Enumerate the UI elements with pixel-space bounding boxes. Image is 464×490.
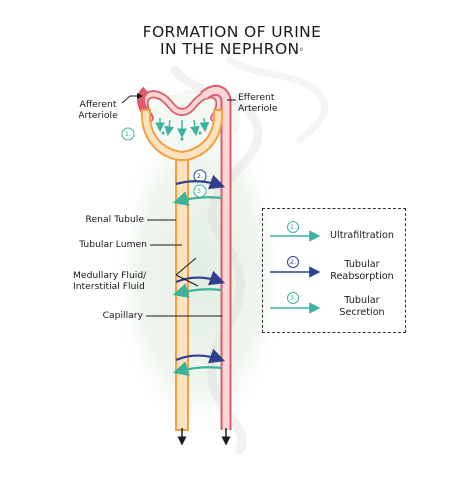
- secretion-arrow: [172, 361, 223, 377]
- legend-label-ultrafiltration: Ultrafiltration: [322, 230, 402, 242]
- reabsorption-arrow: [175, 174, 226, 190]
- capillary-label: Capillary: [102, 310, 143, 321]
- title-line-2-text: IN THE NEPHRON: [160, 40, 300, 58]
- legend-marker-2: [287, 256, 299, 268]
- secretion-arrow: [172, 191, 223, 207]
- afferent-line-1: Afferent: [79, 99, 117, 110]
- reabsorption-arrow: [175, 270, 226, 286]
- step-3-number: 3.: [196, 187, 204, 195]
- efferent-line-1: Efferent: [238, 92, 275, 103]
- watermark-swirl-2: [226, 56, 329, 144]
- tubular-lumen-label: Tubular Lumen: [79, 239, 147, 250]
- legend-label-reabsorption: Tubular Reabsorption: [322, 259, 402, 283]
- legend-secretion-line-1: Tubular: [344, 295, 380, 306]
- legend-marker-3: [287, 292, 299, 304]
- medullary-line-2: Interstitial Fluid: [73, 281, 145, 292]
- step-1-marker: [121, 127, 135, 141]
- efferent-line-2: Arteriole: [238, 103, 278, 114]
- legend-reabsorption-line-1: Tubular: [344, 259, 380, 270]
- glomerulus-dot: [198, 131, 202, 135]
- glomerulus-dot: [161, 131, 165, 135]
- efferent-arteriole-label: Efferent Arteriole: [238, 92, 277, 114]
- legend-label-secretion: Tubular Secretion: [322, 295, 402, 319]
- diagram-title: FORMATION OF URINE IN THE NEPHRON©: [0, 24, 464, 58]
- step-1-number: 1.: [124, 130, 132, 138]
- renal-tubule-label: Renal Tubule: [85, 214, 144, 225]
- legend-secretion-line-2: Secretion: [339, 307, 385, 318]
- title-line-2: IN THE NEPHRON©: [0, 41, 464, 58]
- legend-reabsorption-line-2: Reabsorption: [330, 271, 394, 282]
- legend-number-2: 2.: [289, 258, 297, 266]
- glomerulus-dot: [180, 137, 184, 141]
- efferent-arteriole-fill: [201, 87, 230, 430]
- legend-box: [262, 208, 406, 333]
- background-wash: [112, 110, 288, 440]
- secretion-arrow: [172, 283, 223, 299]
- legend-number-1: 1.: [289, 223, 297, 231]
- reabsorption-arrow: [175, 348, 226, 364]
- ultrafiltration-arrow: [164, 119, 174, 137]
- afferent-callout: [121, 93, 143, 104]
- legend-ultrafiltration-line-1: Ultrafiltration: [330, 230, 394, 241]
- title-line-1: FORMATION OF URINE: [142, 23, 322, 41]
- copyright-mark: ©: [299, 47, 304, 52]
- medullary-fluid-label: Medullary Fluid/ Interstitial Fluid: [73, 270, 146, 292]
- legend-number-3: 3.: [289, 294, 297, 302]
- afferent-arteriole-label: Afferent Arteriole: [68, 99, 128, 121]
- afferent-line-2: Arteriole: [78, 110, 118, 121]
- step-2-number: 2.: [196, 172, 204, 180]
- ultrafiltration-arrow: [199, 117, 210, 133]
- ultrafiltration-arrow: [190, 119, 200, 137]
- medullary-callout-lower: [175, 274, 199, 287]
- medullary-line-1: Medullary Fluid/: [73, 270, 147, 281]
- legend-marker-1: [287, 221, 299, 233]
- medullary-callout-upper: [175, 257, 197, 276]
